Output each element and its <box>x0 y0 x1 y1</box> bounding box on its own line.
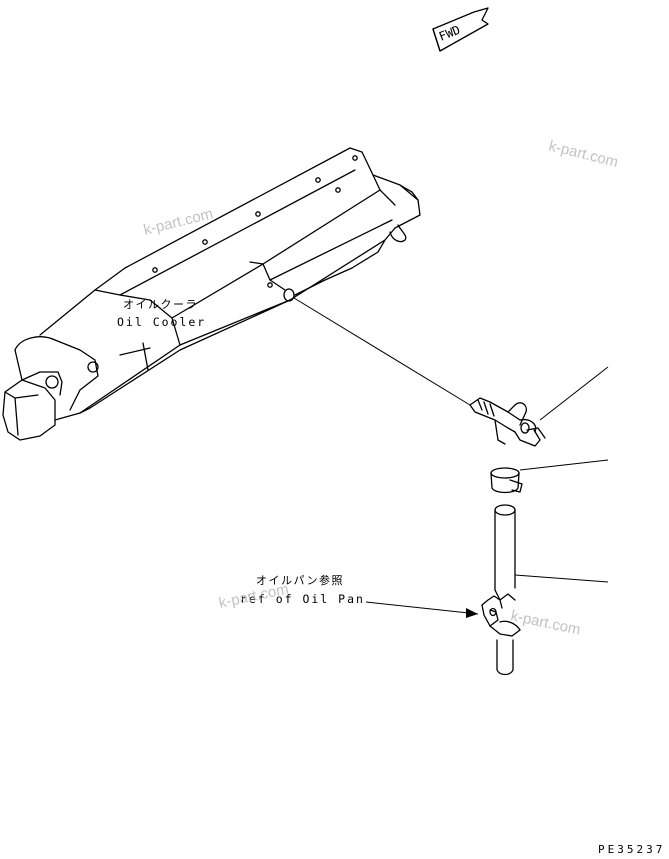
watermark-3: k-part.com <box>217 581 290 612</box>
watermark-2: k-part.com <box>142 205 215 239</box>
hose <box>494 504 609 676</box>
oil-cooler-label-jp: オイルクーラ <box>123 298 198 311</box>
oil-pan-label-jp: オイルパン参照 <box>256 573 344 587</box>
hose-clip <box>481 595 521 637</box>
oil-cooler-drawing: オイルクーラ Oil Cooler <box>2 147 421 441</box>
arrowhead-icon <box>466 608 478 618</box>
fwd-arrow-icon: FWD <box>432 7 489 52</box>
drawing-code: PE35237 <box>598 843 665 856</box>
leader-line-cooler <box>293 297 471 406</box>
leader-line-oil-pan <box>365 601 479 615</box>
drain-valve <box>469 366 609 447</box>
hose-clamp <box>490 459 609 494</box>
watermark-4: k-part.com <box>509 607 582 638</box>
oil-pan-label-en: ref of Oil Pan <box>240 592 365 606</box>
watermark-1: k-part.com <box>547 137 620 171</box>
oil-cooler-label-en: Oil Cooler <box>117 315 206 329</box>
